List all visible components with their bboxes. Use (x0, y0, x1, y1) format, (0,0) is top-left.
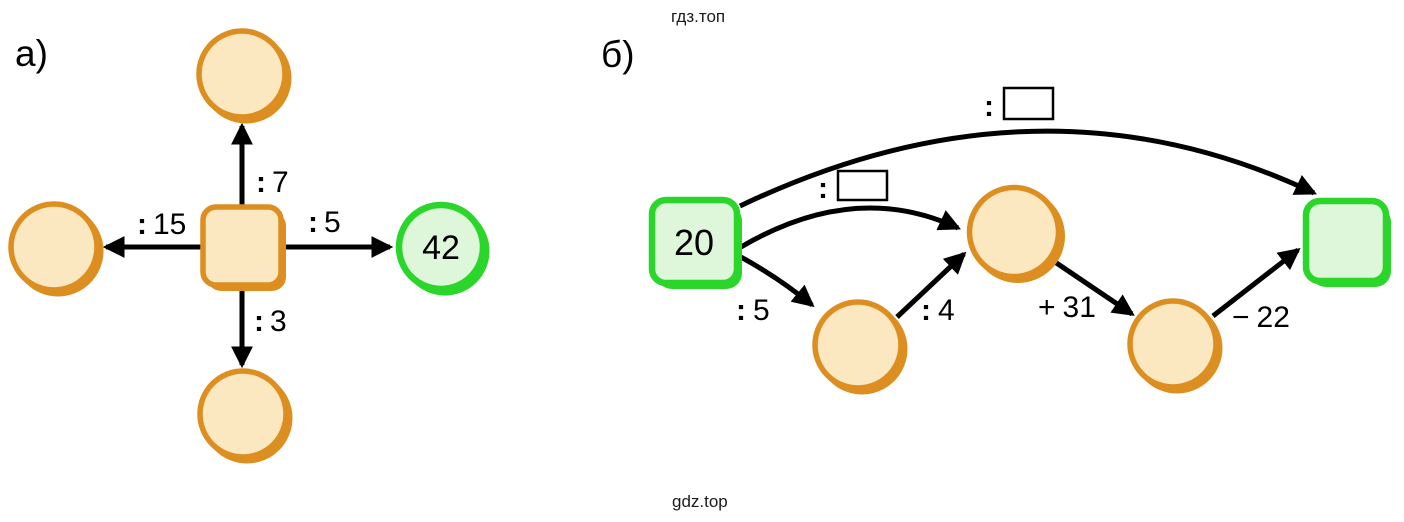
node-square-start-20: 20 (648, 196, 742, 289)
op-operand: 31 (1063, 291, 1096, 324)
op-symbol: − (1232, 301, 1250, 334)
op-operand: 3 (270, 305, 287, 338)
watermark-top: гдз.топ (671, 7, 725, 26)
node-square-result (1302, 197, 1391, 287)
node-square-center (200, 204, 286, 291)
part-b-diagram: б) : : :5 :4 +31 −22 (601, 34, 1391, 395)
op-label-step-4: −22 (1232, 301, 1290, 334)
op-label-step-1: :5 (736, 294, 770, 327)
part-a-diagram: а) :7 :15 :5 :3 (8, 28, 490, 464)
op-symbol: : (984, 90, 994, 123)
op-symbol: : (137, 208, 147, 241)
op-operand: 4 (938, 294, 955, 327)
node-circle-b3 (1127, 298, 1223, 394)
op-operand: 15 (153, 208, 186, 241)
arc-shortcut-to-result (738, 128, 1317, 209)
node-value-20: 20 (674, 222, 714, 263)
op-label-step-2: :4 (921, 294, 955, 327)
op-symbol: : (308, 206, 318, 239)
node-circle-b2 (966, 184, 1065, 283)
op-symbol: : (736, 294, 746, 327)
op-operand: 7 (272, 166, 289, 199)
node-value-42: 42 (422, 229, 460, 267)
node-circle-result-42: 42 (395, 201, 490, 296)
op-operand: 5 (753, 294, 770, 327)
arrow-step-1 (737, 253, 815, 308)
op-operand: 5 (324, 206, 341, 239)
op-operand: 22 (1257, 301, 1290, 334)
watermark-bottom: gdz.top (672, 492, 728, 511)
node-circle-bottom (197, 368, 293, 464)
arc-label-top: : (984, 86, 1055, 123)
op-symbol: + (1038, 291, 1056, 324)
op-symbol: : (921, 294, 931, 327)
answer-box-arc-middle (836, 169, 889, 202)
op-label-step-3: +31 (1038, 291, 1096, 324)
op-label-down: :3 (254, 305, 287, 338)
arc-label-middle: : (818, 169, 889, 205)
op-symbol: : (818, 172, 828, 205)
op-symbol: : (256, 166, 266, 199)
op-label-right: :5 (308, 206, 341, 239)
arc-shortcut-to-middle (739, 205, 961, 250)
op-symbol: : (254, 305, 264, 338)
node-circle-b1 (812, 299, 908, 395)
part-b-label: б) (601, 34, 635, 75)
op-label-up: :7 (256, 166, 289, 199)
op-label-left: :15 (137, 208, 186, 241)
node-circle-top (196, 28, 292, 124)
node-circle-left (8, 201, 104, 297)
answer-box-arc-top (1002, 86, 1055, 121)
arrow-step-3 (1053, 259, 1135, 317)
arrow-step-4 (1211, 247, 1301, 318)
arrow-step-2 (895, 251, 967, 319)
part-a-label: а) (15, 33, 48, 74)
